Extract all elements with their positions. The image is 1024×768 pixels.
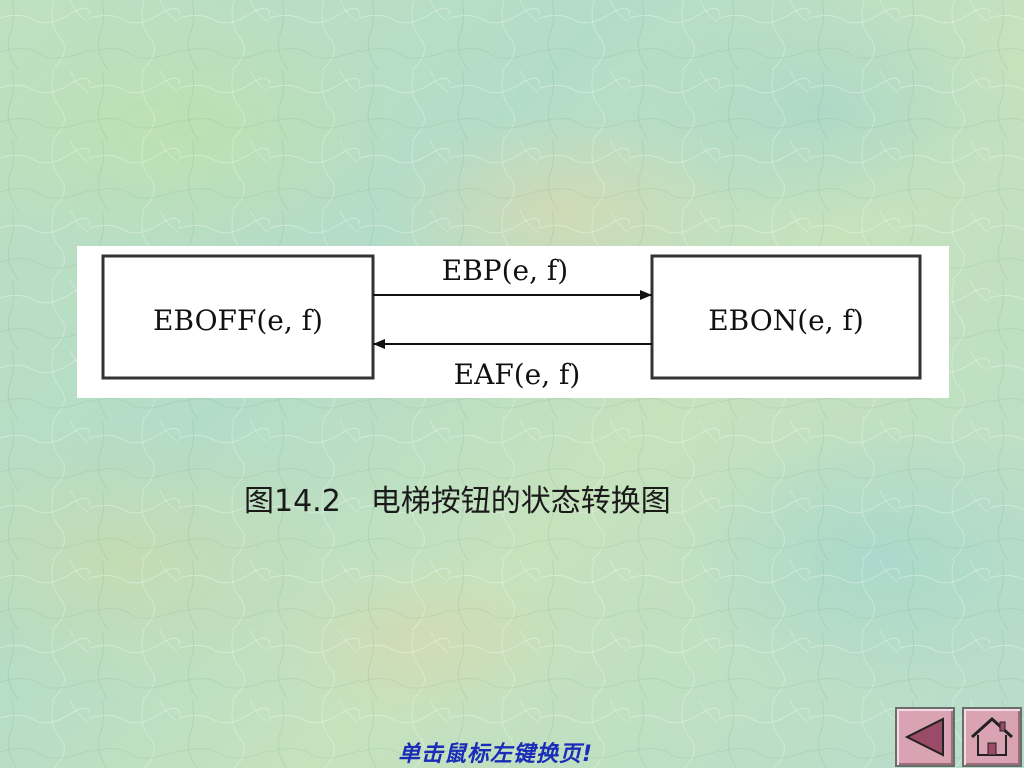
home-button[interactable] [962,707,1022,767]
figure-caption: 图14.2 电梯按钮的状态转换图 [244,484,671,519]
ebon-state-box [650,254,922,380]
left-triangle-icon [904,717,944,757]
ebon-state-label: EBON(e, f) [708,304,864,337]
ebp-transition-label: EBP(e, f) [442,254,568,287]
state-transition-diagram: EBOFF(e, f) EBON(e, f) EBP(e, f) EAF(e, … [77,246,949,398]
diagram-canvas: EBOFF(e, f) EBON(e, f) EBP(e, f) EAF(e, … [101,254,922,391]
eaf-transition-label: EAF(e, f) [454,358,581,391]
page-turn-hint: 单击鼠标左键换页! [398,742,594,767]
eboff-state-label: EBOFF(e, f) [153,304,323,337]
home-icon [970,716,1014,756]
eboff-state-box [101,254,375,380]
previous-page-button[interactable] [895,707,955,767]
